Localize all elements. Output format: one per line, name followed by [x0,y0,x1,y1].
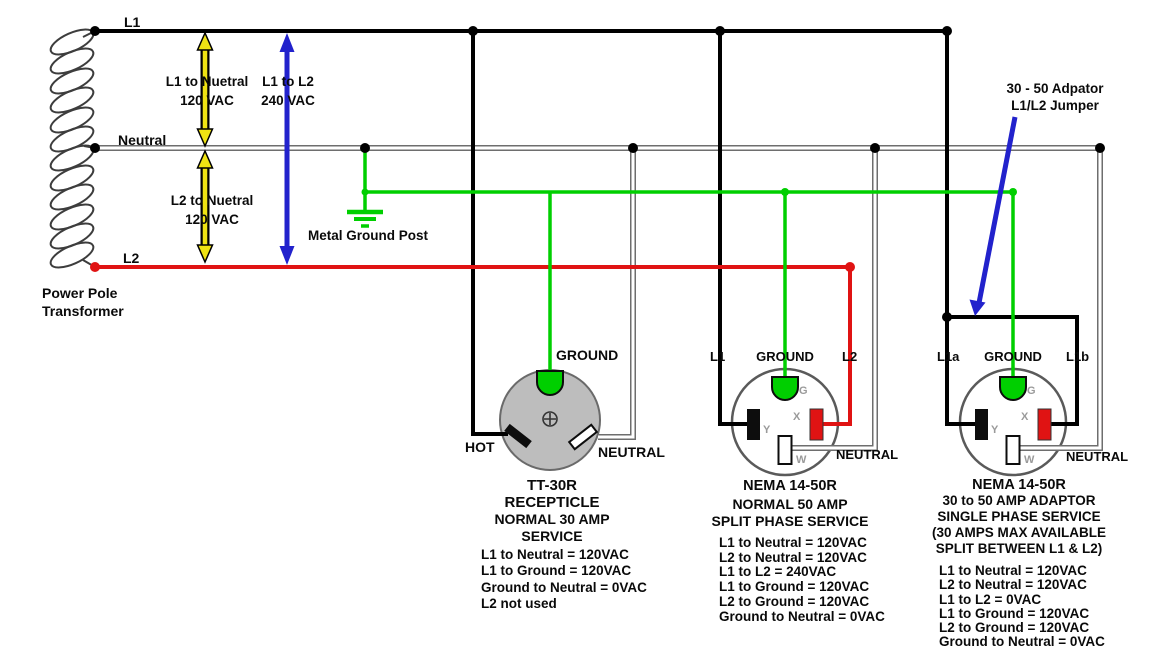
nema-adaptor-ground-pin-label: GROUND [984,349,1042,364]
tt30r-hot-slot [504,423,532,449]
nema-normal-l1-pin-label: L1 [710,349,726,364]
junction-dots [90,26,1105,322]
nema-adaptor-l1b-pin-label: L1b [1066,349,1090,364]
nema-normal-ground-pin-label: GROUND [756,349,814,364]
adaptor-jumper-callout: 30 - 50 Adpator L1/L2 Jumper [1006,81,1104,113]
nema-adaptor-x-slot [1037,408,1052,441]
l1-bus-label: L1 [124,14,141,30]
tt30r-ground-slot [536,370,564,396]
nema-adaptor-slot-w-label: W [1024,454,1035,466]
l2-bus-label: L2 [123,250,140,266]
tt30r-slots [504,370,599,451]
nema-normal-ground-slot [771,376,799,401]
nema-normal-title-block: NEMA 14-50R NORMAL 50 AMP SPLIT PHASE SE… [711,478,869,529]
nema-normal-slot-g-label: G [799,385,808,397]
nema-adaptor-slot-y-label: Y [991,424,999,436]
nema-normal-w-slot [777,435,793,465]
power-pole-transformer-coil [49,28,96,269]
nema-adaptor-spec-list: L1 to Neutral = 120VAC L2 to Neutral = 1… [939,563,1105,650]
nema-adaptor-slots [975,376,1052,465]
ground-wires [363,148,1015,382]
l1-l2-measure-label: L1 to L2 240 VAC [261,74,315,108]
neutral-bus-label: Neutral [118,132,167,148]
tt30r-neutral-slot [567,423,599,451]
nema-normal-y-slot [747,409,760,440]
nema-normal-slot-y-label: Y [763,424,771,436]
transformer-label: Power Pole Transformer [42,285,124,319]
nema-adaptor-slot-x-label: X [1021,411,1029,423]
nema-normal-spec-list: L1 to Neutral = 120VAC L2 to Neutral = 1… [719,535,885,624]
l2-to-neutral-measure-arrow [196,149,214,264]
l1-to-l2-measure-arrow [279,33,295,265]
metal-ground-post-icon [347,209,383,228]
nema-adaptor-title-block: NEMA 14-50R 30 to 50 AMP ADAPTOR SINGLE … [931,477,1106,556]
nema-normal-slot-x-label: X [793,411,801,423]
nema-normal-l2-pin-label: L2 [842,349,858,364]
nema-normal-x-slot [809,408,824,441]
tt30r-hot-pin-label: HOT [465,439,495,455]
tt30r-ground-pin-label: GROUND [556,347,619,363]
tt30r-title-block: TT-30R RECEPTICLE NORMAL 30 AMP SERVICE [494,477,610,544]
tt30r-spec-list: L1 to Neutral = 120VAC L1 to Ground = 12… [481,547,647,611]
nema-adaptor-y-slot [975,409,988,440]
l1-to-neutral-measure-arrow [196,31,214,148]
neutral-wires [95,145,1103,451]
nema-adaptor-slot-g-label: G [1027,385,1036,397]
metal-ground-post-label: Metal Ground Post [307,228,428,243]
tt30r-screw-icon [542,411,558,427]
l2-neutral-measure-label: L2 to Nuetral 120 VAC [170,193,254,227]
l1-neutral-measure-label: L1 to Nuetral 120 VAC [165,74,249,108]
nema-adaptor-l1a-pin-label: L1a [937,349,960,364]
nema-adaptor-neutral-pin-label: NEUTRAL [1066,449,1129,464]
nema-adaptor-w-slot [1005,435,1021,465]
nema-normal-slot-w-label: W [796,454,807,466]
l2-wires [95,265,852,426]
tt30r-neutral-pin-label: NEUTRAL [598,444,665,460]
nema-normal-slots [747,376,824,465]
jumper-callout-arrow [969,116,1018,316]
nema-normal-neutral-pin-label: NEUTRAL [836,447,899,462]
nema-adaptor-ground-slot [999,376,1027,401]
